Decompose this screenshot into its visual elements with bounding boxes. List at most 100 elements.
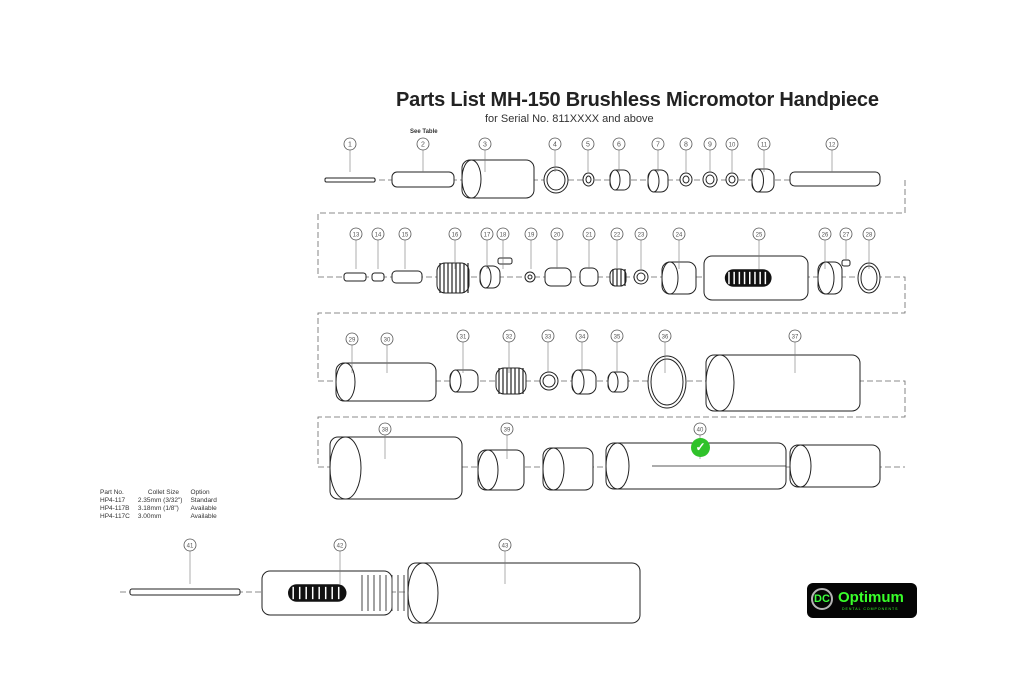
- part-label-41[interactable]: 41: [183, 538, 197, 584]
- part-label-25[interactable]: 25: [752, 227, 766, 269]
- part-label-17[interactable]: 17: [480, 227, 494, 269]
- part-32-drawing: [539, 371, 559, 391]
- label-number: 24: [676, 233, 683, 239]
- part-label-10[interactable]: 10: [725, 137, 739, 172]
- part-label-42[interactable]: 42: [333, 538, 347, 584]
- part-33-drawing: [571, 369, 597, 395]
- part-label-39[interactable]: 39: [500, 422, 514, 459]
- label-number: 29: [349, 338, 356, 344]
- label-number: 34: [579, 335, 586, 341]
- label-number: 15: [402, 233, 409, 239]
- part-20-drawing: [544, 267, 572, 287]
- part-label-28[interactable]: 28: [862, 227, 876, 269]
- guide-line: [317, 180, 906, 468]
- label-number: 9: [708, 142, 712, 149]
- part-label-27[interactable]: 27: [839, 227, 853, 260]
- label-number: 40: [697, 428, 704, 434]
- part-label-4[interactable]: 4: [548, 137, 562, 172]
- check-circle-icon[interactable]: ✓: [691, 438, 710, 457]
- label-number: 13: [353, 233, 360, 239]
- part-label-24[interactable]: 24: [672, 227, 686, 269]
- part-25-drawing: [703, 255, 809, 301]
- table-row: HP4-117B 3.18mm (1/8") Available: [96, 505, 221, 513]
- part-43-drawing: [261, 570, 429, 616]
- part-label-33[interactable]: 33: [541, 329, 555, 373]
- part-22-drawing: [609, 268, 627, 287]
- part-7-drawing: [647, 169, 669, 193]
- part-label-34[interactable]: 34: [575, 329, 589, 373]
- part-27-drawing: [841, 259, 851, 267]
- label-number: 3: [483, 142, 487, 149]
- part-18-drawing: [497, 257, 513, 265]
- part-label-18[interactable]: 18: [496, 227, 510, 269]
- part-19-drawing: [524, 271, 536, 283]
- label-number: 21: [586, 233, 593, 239]
- part-16-drawing: [436, 262, 470, 294]
- label-number: 36: [662, 335, 669, 341]
- label-number: 17: [484, 233, 491, 239]
- table-cell: HP4-117B: [100, 505, 130, 512]
- part-label-22[interactable]: 22: [610, 227, 624, 269]
- part-label-5[interactable]: 5: [581, 137, 595, 172]
- part-label-14[interactable]: 14: [371, 227, 385, 269]
- part-drawings: [129, 159, 881, 624]
- part-label-35[interactable]: 35: [610, 329, 624, 373]
- part-label-26[interactable]: 26: [818, 227, 832, 269]
- part-label-13[interactable]: 13: [349, 227, 363, 269]
- part-29-drawing: [335, 362, 437, 402]
- part-label-36[interactable]: 36: [658, 329, 672, 373]
- part-label-19[interactable]: 19: [524, 227, 538, 269]
- part-30-drawing: [449, 369, 479, 393]
- table-cell: Available: [190, 505, 217, 512]
- part-label-23[interactable]: 23: [634, 227, 648, 269]
- part-label-32[interactable]: 32: [502, 329, 516, 373]
- part-6-drawing: [609, 169, 631, 191]
- label-number: 6: [617, 142, 621, 149]
- table-cell: HP4-117C: [100, 513, 130, 520]
- part-label-16[interactable]: 16: [448, 227, 462, 269]
- label-number: 37: [792, 335, 799, 341]
- part-15-drawing: [391, 270, 423, 284]
- page-subtitle: for Serial No. 811XXXX and above: [485, 113, 654, 125]
- part-label-2[interactable]: 2: [416, 137, 430, 172]
- part-label-8[interactable]: 8: [679, 137, 693, 172]
- part-label-15[interactable]: 15: [398, 227, 412, 269]
- part-label-31[interactable]: 31: [456, 329, 470, 373]
- part-label-21[interactable]: 21: [582, 227, 596, 269]
- part-14-drawing: [371, 272, 385, 282]
- table-row: HP4-117C 3.00mm Available: [96, 513, 221, 521]
- part-label-11[interactable]: 11: [757, 137, 771, 172]
- part-38-drawing: [477, 449, 525, 491]
- part-label-37[interactable]: 37: [788, 329, 802, 373]
- label-number: 14: [375, 233, 382, 239]
- logo-tagline: DENTAL COMPONENTS: [842, 607, 899, 611]
- part-label-38[interactable]: 38: [378, 422, 392, 459]
- part-40-drawing: [605, 442, 787, 490]
- table-cell: 3.18mm (1/8"): [137, 505, 179, 512]
- column-header: Part No.: [100, 489, 124, 496]
- part-label-6[interactable]: 6: [612, 137, 626, 172]
- label-number: 11: [761, 143, 768, 149]
- part-label-1[interactable]: 1: [343, 137, 357, 172]
- label-number: 27: [843, 233, 850, 239]
- part-3-drawing: [461, 159, 535, 199]
- label-number: 26: [822, 233, 829, 239]
- part-label-7[interactable]: 7: [651, 137, 665, 172]
- part-12-drawing: [789, 171, 881, 187]
- part-label-12[interactable]: 12: [825, 137, 839, 172]
- part-label-29[interactable]: 29: [345, 332, 359, 373]
- part-10-drawing: [725, 172, 739, 187]
- part-42-drawing: [129, 588, 241, 596]
- label-number: 10: [729, 143, 736, 149]
- part-label-20[interactable]: 20: [550, 227, 564, 269]
- label-number: 25: [756, 233, 763, 239]
- label-number: 30: [384, 338, 391, 344]
- part-label-9[interactable]: 9: [703, 137, 717, 172]
- part-label-3[interactable]: 3: [478, 137, 492, 172]
- column-header: Collet Size: [147, 489, 179, 496]
- part-label-30[interactable]: 30: [380, 332, 394, 373]
- optimum-logo: DC Optimum DENTAL COMPONENTS: [807, 583, 917, 618]
- part-21-drawing: [579, 267, 599, 287]
- part-label-43[interactable]: 43: [498, 538, 512, 584]
- label-number: 4: [553, 142, 557, 149]
